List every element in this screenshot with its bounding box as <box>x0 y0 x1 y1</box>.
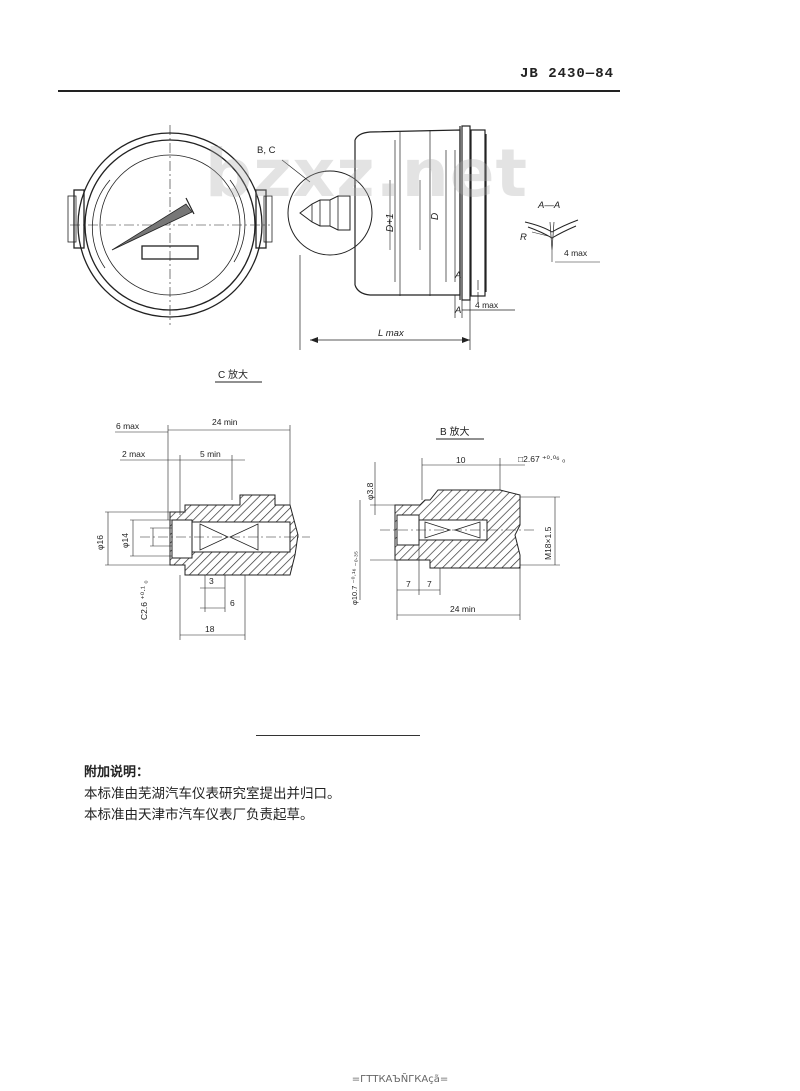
dim-twenty-four-min: 24 min <box>212 417 238 427</box>
dim-seven-a: 7 <box>406 579 411 589</box>
dim-phi107: φ10.7 ⁻⁰·¹⁶ ₋₀.₃₅ <box>350 551 359 605</box>
header-rule <box>58 90 620 92</box>
watermark: bzxz.net <box>205 135 529 212</box>
dim-eighteen: 18 <box>205 624 215 634</box>
dim-c26: C2.6 ⁺⁰·¹ ₀ <box>139 580 149 620</box>
detail-b-title: B 放大 <box>440 425 469 438</box>
notes-title: 附加说明： <box>84 765 150 780</box>
main-view-labels: B, C A—A R 4 max D+1 D A A 4 max L max <box>257 145 588 339</box>
dim-phi16: φ16 <box>95 535 105 550</box>
technical-drawing: B, C A—A R 4 max D+1 D A A 4 max L max C… <box>67 125 600 640</box>
d-plus-one-label: D+1 <box>385 213 396 232</box>
aa-four-max-label: 4 max <box>564 248 588 258</box>
detail-c-title: C 放大 <box>218 368 248 381</box>
page-footer: =ГТТКАЪÑГКАçã= <box>351 1074 449 1085</box>
notes-line-1: 本标准由芜湖汽车仪表研究室提出并归口。 <box>84 786 341 801</box>
gauge-side-view <box>281 125 515 350</box>
additional-notes: 附加说明： 本标准由芜湖汽车仪表研究室提出并归口。 本标准由天津市汽车仪表厂负责… <box>84 762 341 825</box>
dim-m18: M18×1.5 <box>543 526 553 560</box>
d-label: D <box>430 213 441 220</box>
dim-six: 6 <box>230 598 235 608</box>
dim-three: 3 <box>209 576 214 586</box>
dim-seven-b: 7 <box>427 579 432 589</box>
detail-b-dimensions: 10 □2.67 ⁺⁰·⁰⁶ ₀ φ3.8 M18×1.5 φ10.7 ⁻⁰·¹… <box>350 454 566 614</box>
dim-two-max: 2 max <box>122 449 146 459</box>
gauge-front-view <box>67 125 273 325</box>
detail-b-drawing <box>359 458 560 620</box>
bc-reference-label: B, C <box>257 145 276 156</box>
separator-rule <box>256 735 420 736</box>
standard-code: JB 2430—84 <box>520 66 615 82</box>
section-a-lower-label: A <box>454 305 461 316</box>
l-max-label: L max <box>378 328 405 339</box>
dim-phi38: φ3.8 <box>365 482 375 500</box>
detail-c-drawing <box>105 425 310 640</box>
section-aa <box>524 219 600 263</box>
notes-line-2: 本标准由天津市汽车仪表厂负责起草。 <box>84 807 314 822</box>
section-a-upper-label: A <box>454 270 461 281</box>
dim-six-max: 6 max <box>116 421 140 431</box>
dim-twenty-four-min-b: 24 min <box>450 604 476 614</box>
dim-phi14: φ14 <box>120 533 130 548</box>
detail-c-dimensions: 6 max 24 min 2 max 5 min φ16 φ14 C2.6 ⁺⁰… <box>95 417 238 634</box>
dim-ten: 10 <box>456 455 466 465</box>
section-aa-label: A—A <box>537 200 560 211</box>
dim-five-min: 5 min <box>200 449 221 459</box>
dim-square: □2.67 ⁺⁰·⁰⁶ ₀ <box>518 454 566 464</box>
radius-label: R <box>520 232 527 243</box>
four-max-label: 4 max <box>475 300 499 310</box>
